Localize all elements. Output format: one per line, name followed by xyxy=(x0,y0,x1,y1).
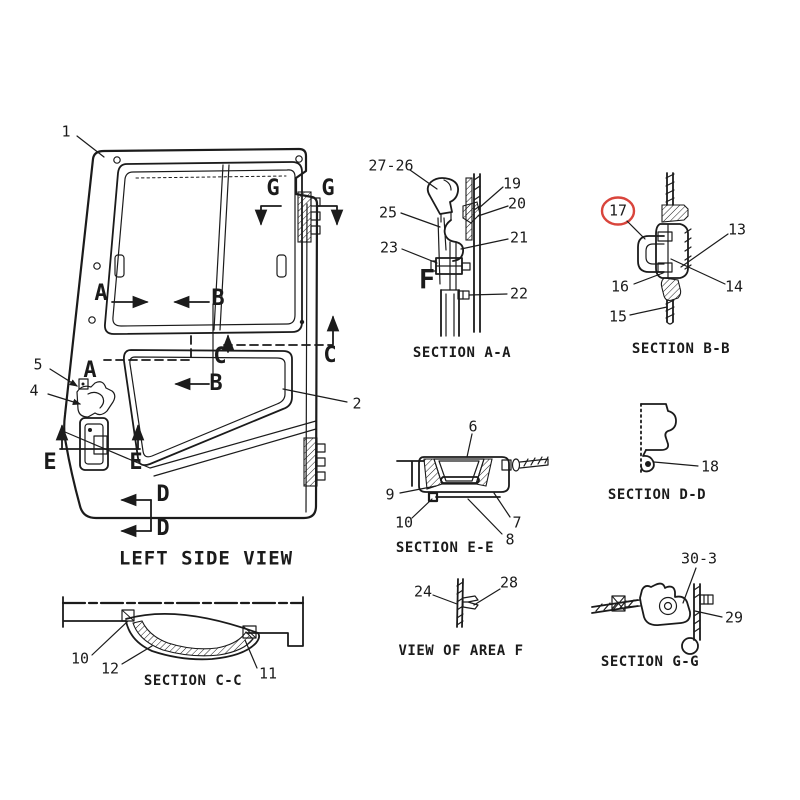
retainer-clip xyxy=(462,595,479,610)
lower-window-outer xyxy=(122,349,293,467)
striker-bolt xyxy=(78,378,89,390)
main-door-view xyxy=(47,135,348,538)
leader-2 xyxy=(282,388,348,403)
hinge-strip-bottom xyxy=(303,437,318,487)
door-outline xyxy=(63,147,319,520)
window-divider xyxy=(213,164,230,331)
section-b-b-drawing xyxy=(600,172,729,325)
hinge-strip-top xyxy=(297,191,312,243)
section-d-d-drawing xyxy=(640,403,699,474)
upper-window-outer xyxy=(104,161,303,335)
lower-window-inner xyxy=(129,356,286,458)
frame-bracket xyxy=(462,201,481,224)
upper-window-inner xyxy=(112,169,296,327)
window-latch-left xyxy=(114,254,125,278)
door-handle xyxy=(79,417,109,471)
lock-knob xyxy=(426,177,459,215)
highlight-circle xyxy=(600,196,636,226)
section-arrows xyxy=(55,205,344,538)
leader-1 xyxy=(76,135,105,158)
leader-4 xyxy=(47,393,82,406)
leader-5 xyxy=(49,368,79,387)
door-latch xyxy=(76,381,116,418)
section-c-c-drawing xyxy=(61,596,305,669)
section-a-a-drawing xyxy=(400,169,509,337)
hinge-body xyxy=(639,582,691,626)
door-pull-handle xyxy=(637,235,665,273)
lock-lever xyxy=(443,219,465,262)
handle-recess-liner xyxy=(132,620,254,657)
latch-body xyxy=(655,223,689,279)
window-latch-right xyxy=(276,254,287,278)
section-g-g-drawing xyxy=(591,567,723,655)
section-e-e-drawing xyxy=(396,433,549,535)
view-of-area-f-drawing xyxy=(432,578,501,628)
